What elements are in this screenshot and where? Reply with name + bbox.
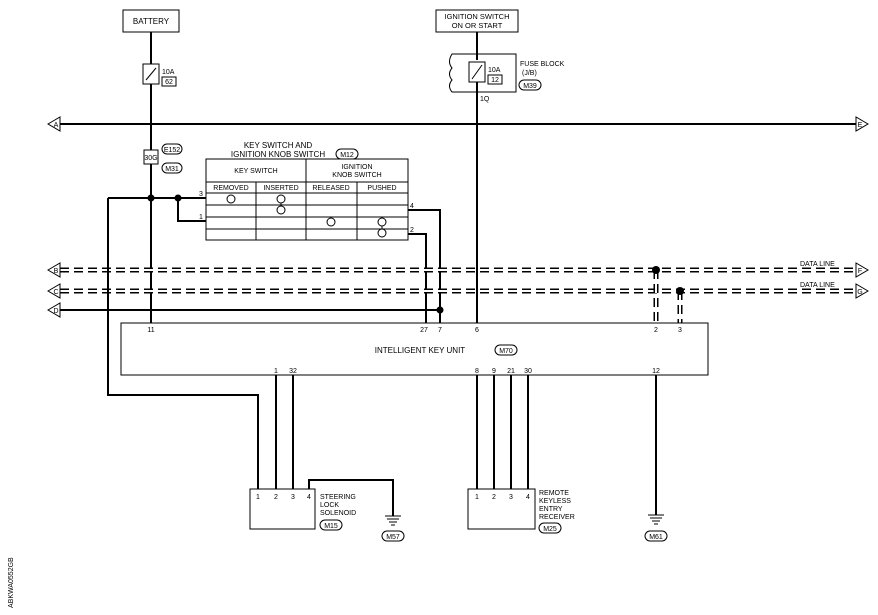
ikey-pin-32: 32 bbox=[289, 368, 297, 375]
arrow-d-label: D bbox=[53, 308, 58, 315]
ground-m57-label: M57 bbox=[386, 534, 400, 541]
battery-label: BATTERY bbox=[133, 17, 170, 26]
ground-m61: M61 bbox=[644, 514, 668, 542]
connector-m31: M31 bbox=[165, 166, 179, 173]
steering-lock-label-3: SOLENOID bbox=[320, 510, 356, 517]
receiver-pin-2: 2 bbox=[492, 494, 496, 501]
ikey-pin-8: 8 bbox=[475, 368, 479, 375]
column-released: RELEASED bbox=[312, 185, 349, 192]
ground-m57: M57 bbox=[381, 515, 405, 542]
ikey-pin-2: 2 bbox=[654, 327, 658, 334]
ignition-switch-line1: IGNITION SWITCH bbox=[445, 12, 510, 21]
connector-e152: E152 bbox=[164, 147, 180, 154]
ikey-pin-3: 3 bbox=[678, 327, 682, 334]
ignition-switch-block: IGNITION SWITCH ON OR START bbox=[435, 9, 519, 33]
receiver-label-3: ENTRY bbox=[539, 506, 563, 513]
arrow-c-label: C bbox=[53, 289, 58, 296]
receiver-label-4: RECEIVER bbox=[539, 514, 575, 521]
connector-e152-m31: 30G E152 M31 bbox=[143, 143, 183, 174]
ikey-pin-1: 1 bbox=[274, 368, 278, 375]
battery-fuse: 10A 62 bbox=[142, 63, 177, 87]
terminal-30g: 30G bbox=[144, 155, 157, 162]
key-switch-group-label: KEY SWITCH bbox=[234, 168, 277, 175]
steering-lock-label-2: LOCK bbox=[320, 502, 339, 509]
ground-m61-label: M61 bbox=[649, 534, 663, 541]
fuse-block-terminal: 1Q bbox=[480, 96, 490, 103]
ikey-pin-7: 7 bbox=[438, 327, 442, 334]
ignition-switch-line2: ON OR START bbox=[452, 21, 503, 30]
receiver-label-1: REMOTE bbox=[539, 490, 569, 497]
ikey-pin-21: 21 bbox=[507, 368, 515, 375]
intelligent-key-unit: INTELLIGENT KEY UNIT M70 11 27 7 6 2 3 1… bbox=[120, 322, 709, 376]
connector-m70: M70 bbox=[499, 348, 513, 355]
ikey-unit-label: INTELLIGENT KEY UNIT bbox=[375, 346, 466, 355]
key-switch-title-line2: IGNITION KNOB SWITCH bbox=[231, 150, 325, 159]
arrow-g-label: G bbox=[857, 289, 862, 296]
receiver-pin-1: 1 bbox=[475, 494, 479, 501]
bus-line-a-e: A E bbox=[47, 116, 869, 132]
connector-m39: M39 bbox=[523, 83, 537, 90]
key-switch-pin-3: 3 bbox=[199, 191, 203, 198]
arrow-b-label: B bbox=[54, 268, 59, 275]
drawing-code: ABKWA0552GB bbox=[8, 557, 15, 608]
ikey-pin-9: 9 bbox=[492, 368, 496, 375]
key-switch-assembly: KEY SWITCH AND IGNITION KNOB SWITCH M12 … bbox=[199, 141, 414, 241]
bus-line-d: D bbox=[47, 302, 444, 318]
jb-fuse-rating: 10A bbox=[488, 67, 501, 74]
column-inserted: INSERTED bbox=[263, 185, 298, 192]
battery-fuse-rating: 10A bbox=[162, 69, 175, 76]
steering-lock-pin-4: 4 bbox=[307, 494, 311, 501]
remote-keyless-entry-receiver: 1 2 3 4 REMOTE KEYLESS ENTRY RECEIVER M2… bbox=[467, 488, 575, 534]
key-switch-pin-1: 1 bbox=[199, 214, 203, 221]
battery-block: BATTERY bbox=[122, 9, 180, 33]
receiver-pin-4: 4 bbox=[526, 494, 530, 501]
column-pushed: PUSHED bbox=[367, 185, 396, 192]
key-switch-title-line1: KEY SWITCH AND bbox=[244, 141, 313, 150]
ikey-pin-30: 30 bbox=[524, 368, 532, 375]
steering-lock-pin-1: 1 bbox=[256, 494, 260, 501]
key-switch-pin-2: 2 bbox=[410, 227, 414, 234]
column-removed: REMOVED bbox=[213, 185, 248, 192]
steering-lock-pin-3: 3 bbox=[291, 494, 295, 501]
battery-fuse-number: 62 bbox=[165, 79, 173, 86]
connector-m25: M25 bbox=[543, 526, 557, 533]
receiver-pin-3: 3 bbox=[509, 494, 513, 501]
fuse-block-label: FUSE BLOCK bbox=[520, 61, 565, 68]
connector-m15: M15 bbox=[324, 523, 338, 530]
ikey-pin-12: 12 bbox=[652, 368, 660, 375]
data-line-b-f: B F DATA LINE bbox=[47, 261, 869, 278]
key-switch-pin-4: 4 bbox=[410, 203, 414, 210]
jb-fuse-number: 12 bbox=[491, 77, 499, 84]
data-line-c-g: C G DATA LINE bbox=[47, 282, 869, 299]
ikey-pin-11: 11 bbox=[147, 327, 154, 334]
knob-switch-group-label-2: KNOB SWITCH bbox=[332, 172, 381, 179]
fuse-block-jb-label: (J/B) bbox=[522, 70, 537, 77]
ikey-pin-6: 6 bbox=[475, 327, 479, 334]
data-line-label-2: DATA LINE bbox=[800, 282, 835, 289]
receiver-label-2: KEYLESS bbox=[539, 498, 571, 505]
fuse-block-jb: 10A 12 FUSE BLOCK (J/B) M39 1Q bbox=[449, 53, 565, 103]
arrow-f-label: F bbox=[858, 268, 862, 275]
data-line-label-1: DATA LINE bbox=[800, 261, 835, 268]
knob-switch-group-label-1: IGNITION bbox=[341, 164, 372, 171]
arrow-a-label: A bbox=[54, 122, 59, 129]
connector-m12: M12 bbox=[340, 152, 354, 159]
steering-lock-solenoid: 1 2 3 4 STEERING LOCK SOLENOID M15 bbox=[249, 488, 356, 531]
steering-lock-label-1: STEERING bbox=[320, 494, 356, 501]
ikey-pin-27: 27 bbox=[420, 327, 428, 334]
arrow-e-label: E bbox=[858, 122, 863, 129]
steering-lock-pin-2: 2 bbox=[274, 494, 278, 501]
